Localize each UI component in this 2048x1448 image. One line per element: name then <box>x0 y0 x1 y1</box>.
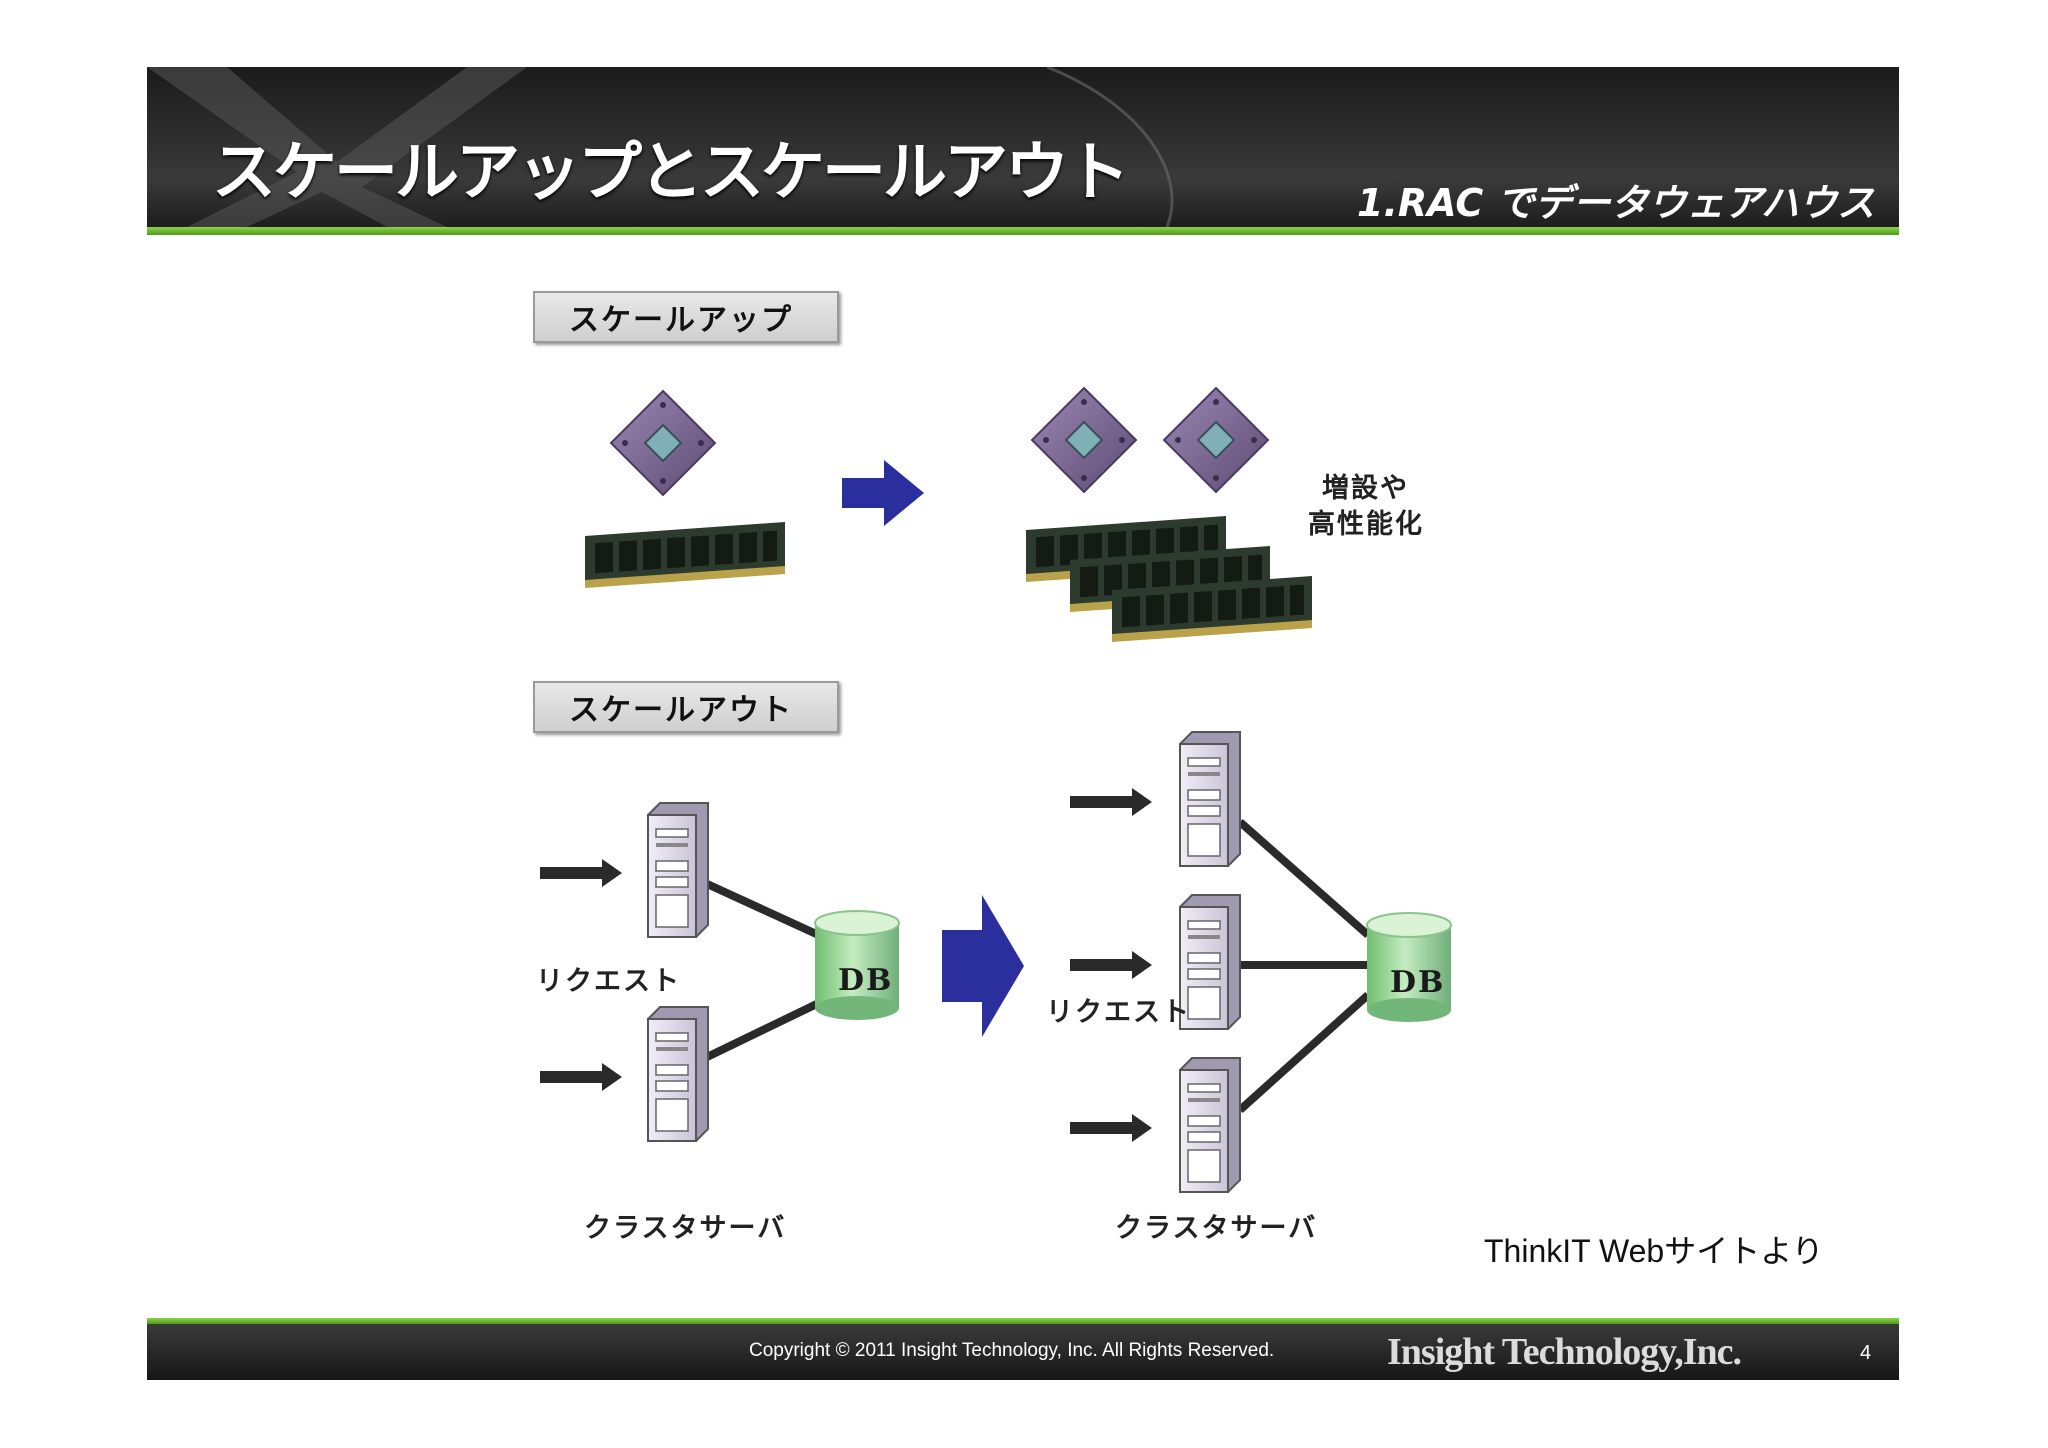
scale-out-label: スケールアウト <box>569 693 793 728</box>
scale-up-note-line1: 増設や <box>1322 473 1409 504</box>
slide-title: スケールアップとスケールアウト <box>212 136 1130 210</box>
scale-out-arrow-icon <box>942 895 1024 1037</box>
header-x-decoration <box>147 67 1174 227</box>
source-note: ThinkIT Webサイトより <box>1484 1233 1824 1269</box>
copyright-text: Copyright © 2011 Insight Technology, Inc… <box>749 1340 1275 1361</box>
scale-up-label-box: スケールアップ <box>533 291 839 343</box>
db-label: DB <box>1390 965 1446 1000</box>
cluster-server-label: クラスタサーバ <box>584 1213 787 1244</box>
memory-module-icon <box>585 522 785 588</box>
db-label: DB <box>838 963 894 998</box>
section-subtitle: 1.RAC でデータウェアハウス <box>1357 181 1875 225</box>
server-icon <box>1179 731 1241 867</box>
slide-header: スケールアップとスケールアウト 1.RAC でデータウェアハウス <box>147 67 1899 227</box>
cluster-server-label: クラスタサーバ <box>1115 1213 1318 1244</box>
header-green-rule <box>147 227 1899 235</box>
database-icon <box>814 910 900 1020</box>
request-label: リクエスト <box>536 966 681 997</box>
cpu-chip-icon <box>1163 387 1269 493</box>
scale-up-label: スケールアップ <box>569 303 793 338</box>
request-arrow-icon <box>1070 788 1152 816</box>
page-number: 4 <box>1860 1342 1872 1364</box>
scale-up-arrow-icon <box>842 460 924 526</box>
request-arrow-icon <box>540 1063 622 1091</box>
server-icon <box>647 1006 709 1142</box>
request-label: リクエスト <box>1046 997 1191 1028</box>
request-arrow-icon <box>540 859 622 887</box>
scale-out-label-box: スケールアウト <box>533 681 839 733</box>
company-logo: Insight Technology,Inc. <box>1387 1331 1742 1373</box>
request-arrow-icon <box>1070 951 1152 979</box>
database-icon <box>1366 912 1452 1022</box>
server-icon <box>647 802 709 938</box>
scale-up-note-line2: 高性能化 <box>1308 509 1424 540</box>
slide-footer: Copyright © 2011 Insight Technology, Inc… <box>147 1324 1899 1380</box>
cpu-chip-icon <box>1031 387 1137 493</box>
request-arrow-icon <box>1070 1114 1152 1142</box>
footer-green-rule <box>147 1318 1899 1324</box>
cpu-chip-icon <box>610 390 716 496</box>
server-icon <box>1179 1057 1241 1193</box>
